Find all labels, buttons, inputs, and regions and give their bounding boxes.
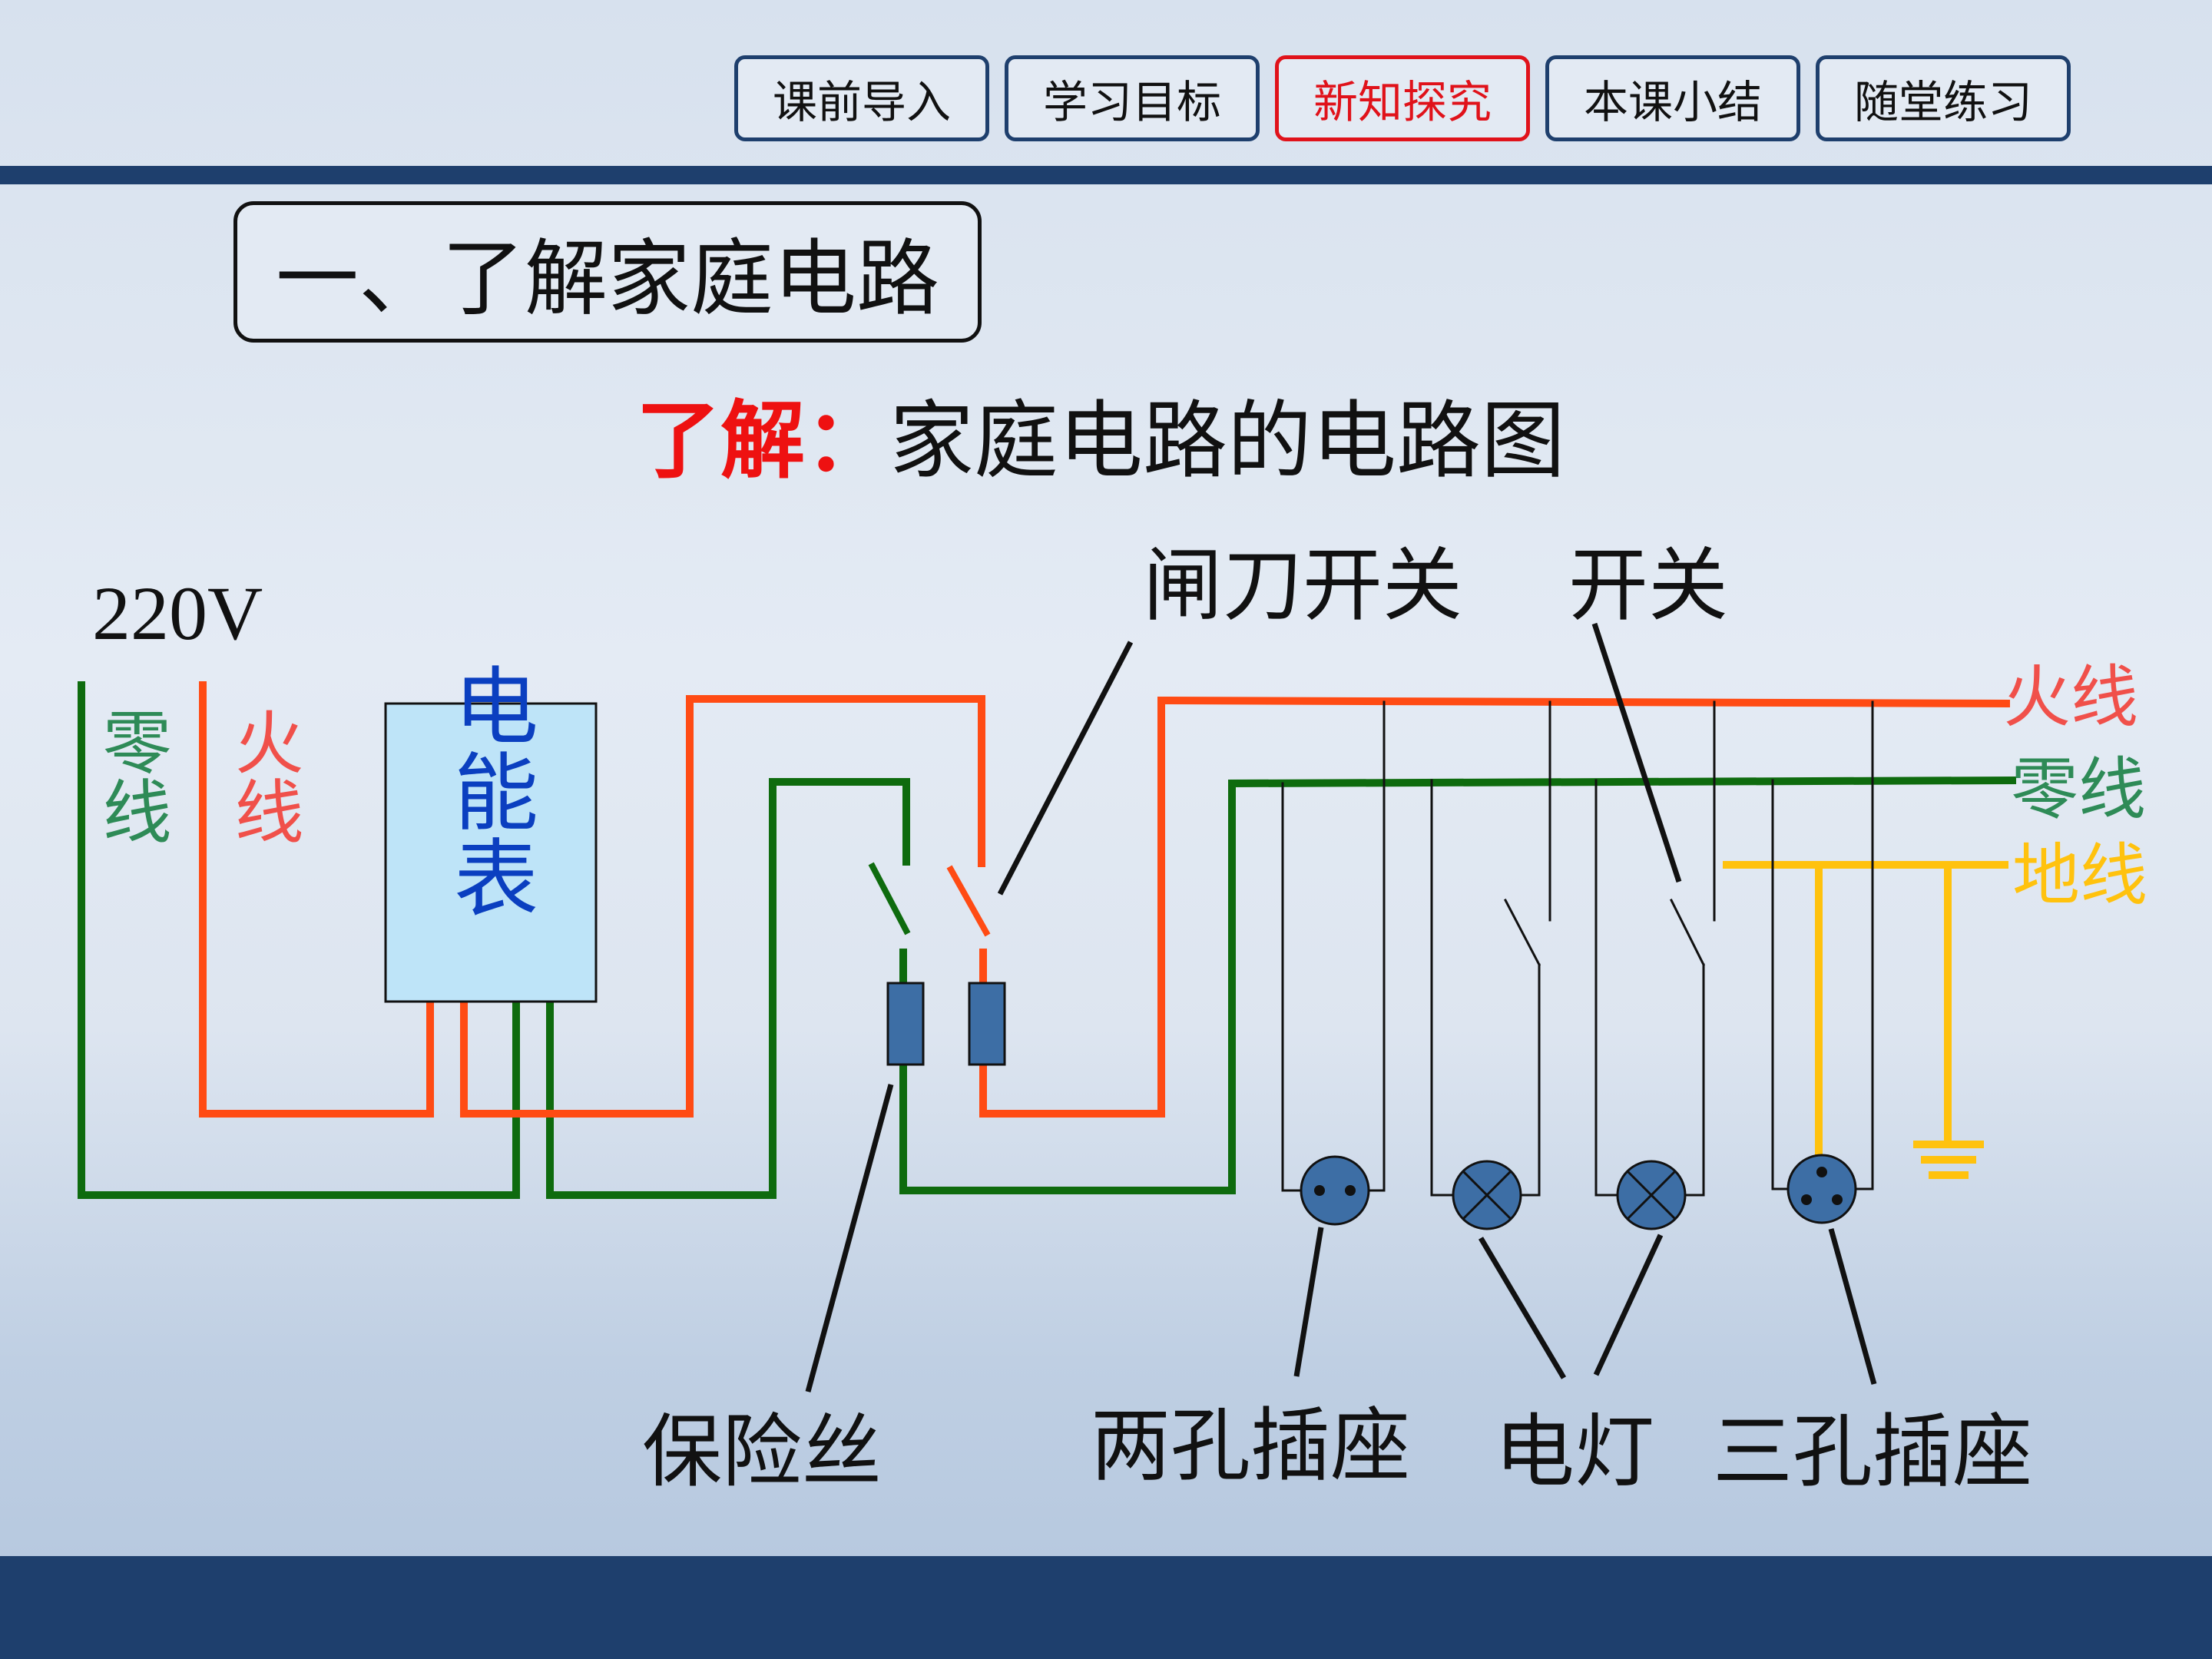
lamp-2-pointer <box>1593 1233 1664 1376</box>
two-hole-socket-branch-live <box>1367 700 1386 1192</box>
three-hole-socket-label: 三孔插座 <box>1713 1405 2032 1498</box>
live-wire-to-branches <box>979 696 2011 1118</box>
neutral-wire-meter-out <box>546 778 910 1199</box>
lamp-2-icon <box>1616 1160 1687 1230</box>
lamp-2-neutral-branch <box>1594 779 1619 1197</box>
two-hole-socket-icon <box>1300 1155 1370 1226</box>
pointer-lines <box>805 622 1877 1392</box>
two-hole-socket-branch <box>1281 782 1301 1192</box>
neutral-wire-input <box>78 681 520 1199</box>
voltage-label: 220V <box>92 571 263 656</box>
lamp-1-neutral-branch <box>1430 779 1455 1197</box>
live-wire-meter-out <box>460 695 985 1118</box>
knife-switch-label: 闸刀开关 <box>1143 538 1462 632</box>
header-divider-bar <box>0 166 2212 184</box>
live-wire-input <box>199 681 434 1118</box>
ground-wires <box>1723 861 2008 1179</box>
switch-pointer <box>1591 622 1682 883</box>
nav-tab-summary[interactable]: 本课小结 <box>1545 55 1800 141</box>
knife-switch-pointer <box>997 641 1134 896</box>
left-neutral-label: 零线 <box>91 707 171 845</box>
fuse-neutral <box>886 982 925 1066</box>
electricity-meter <box>384 702 598 1003</box>
two-hole-socket-label: 两孔插座 <box>1091 1399 1410 1492</box>
nav-tab-objectives[interactable]: 学习目标 <box>1005 55 1260 141</box>
fuse-label: 保险丝 <box>642 1405 882 1498</box>
switch-label: 开关 <box>1568 538 1728 632</box>
lamp-2-switch-to-lamp <box>1684 963 1705 1197</box>
nav-tab-intro[interactable]: 课前导入 <box>734 55 989 141</box>
three-hole-socket-pointer <box>1828 1228 1877 1385</box>
nav-tab-explore[interactable]: 新知探究 <box>1275 55 1530 141</box>
neutral-wires <box>78 681 2017 1199</box>
nav-bar: 课前导入 学习目标 新知探究 本课小结 随堂练习 <box>734 55 2071 141</box>
lamp-1-icon <box>1452 1160 1522 1230</box>
lamp-2-switch-blade <box>1669 898 1706 967</box>
nav-tab-practice[interactable]: 随堂练习 <box>1816 55 2071 141</box>
meter-label: 电能表 <box>439 662 538 920</box>
lamp-1-switch-to-lamp <box>1519 963 1541 1197</box>
three-hole-socket-live-branch <box>1854 700 1874 1190</box>
ground-label: 地线 <box>2012 836 2147 915</box>
knife-switch-neutral-blade <box>868 862 911 935</box>
left-live-label: 火线 <box>223 707 303 845</box>
right-live-label: 火线 <box>2003 657 2138 737</box>
fuse-live <box>968 982 1006 1066</box>
three-hole-socket-icon <box>1786 1154 1857 1224</box>
lamp-1-pointer <box>1478 1237 1567 1379</box>
neutral-wire-to-branches <box>899 776 2017 1194</box>
subtitle-text: 家庭电路的电路图 <box>889 392 1565 490</box>
lamp-label: 电灯 <box>1495 1405 1654 1498</box>
fuse-pointer <box>805 1084 894 1392</box>
subtitle-keyword: 了解： <box>636 392 889 490</box>
three-hole-socket-neutral-branch <box>1771 779 1790 1190</box>
branch-wires <box>1281 700 1874 1197</box>
two-hole-socket-pointer <box>1293 1227 1324 1377</box>
right-neutral-label: 零线 <box>2011 750 2146 829</box>
knife-switch-live-blade <box>946 865 991 937</box>
footer-bar <box>0 1556 2212 1659</box>
lamp-1-switch-blade <box>1503 898 1541 967</box>
section-title: 一、了解家庭电路 <box>233 201 982 343</box>
subtitle: 了解：家庭电路的电路图 <box>636 390 1565 492</box>
